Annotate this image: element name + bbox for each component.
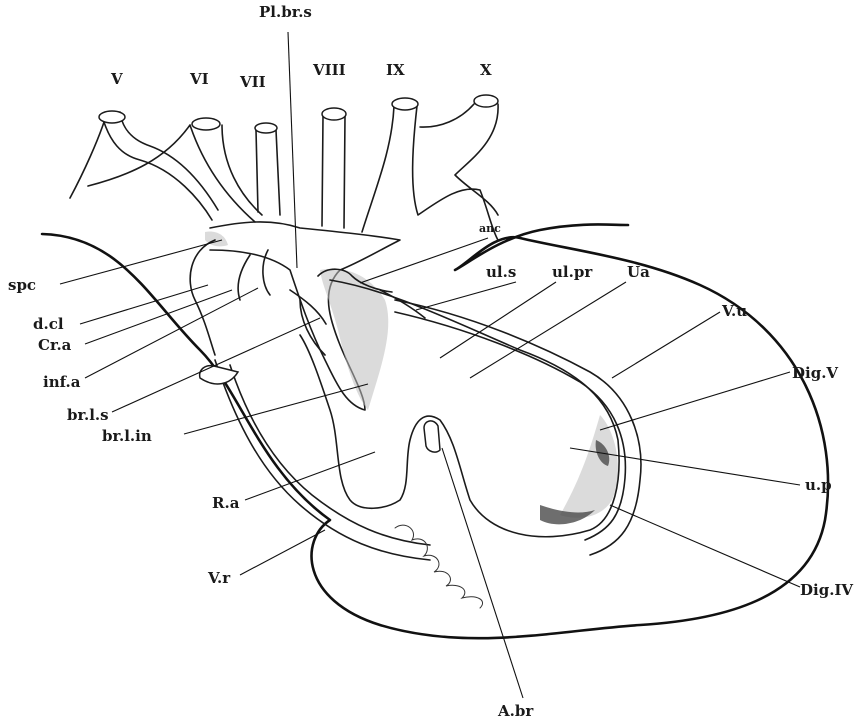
label-dig-v: Dig.V: [792, 364, 838, 382]
label-v-u: V.u: [721, 302, 747, 320]
label-cn-vi: VI: [189, 70, 209, 88]
abr-tube: [424, 421, 440, 452]
label-cn-viii: VIII: [312, 61, 346, 79]
cranial-nerves: [70, 95, 498, 240]
label-dig-iv: Dig.IV: [800, 581, 853, 599]
label-ul-s: ul.s: [486, 263, 516, 281]
label-cn-x: X: [480, 61, 492, 79]
tube-cut: [200, 366, 238, 384]
label-v-r: V.r: [207, 569, 231, 587]
label-r-a: R.a: [212, 494, 240, 512]
label-pl-br-s: Pl.br.s: [259, 3, 312, 21]
label-ul-pr: ul.pr: [552, 263, 593, 281]
label-spc: spc: [8, 276, 36, 294]
label-a-br: A.br: [497, 702, 534, 720]
label-cr-a: Cr.a: [38, 336, 72, 354]
label-cn-ix: IX: [386, 61, 405, 79]
label-br-l-s: br.l.s: [67, 406, 109, 424]
label-cn-v: V: [110, 70, 123, 88]
label-inf-a: inf.a: [43, 373, 81, 391]
label-d-cl: d.cl: [33, 315, 64, 333]
label-u-p: u.p: [805, 476, 832, 494]
label-br-l-in: br.l.in: [102, 427, 152, 445]
label-ua: Ua: [627, 263, 650, 281]
label-cn-vii: VII: [239, 73, 266, 91]
gland-cluster: [395, 525, 483, 608]
label-anc: anc: [479, 222, 501, 235]
leader-lines: [60, 32, 800, 698]
